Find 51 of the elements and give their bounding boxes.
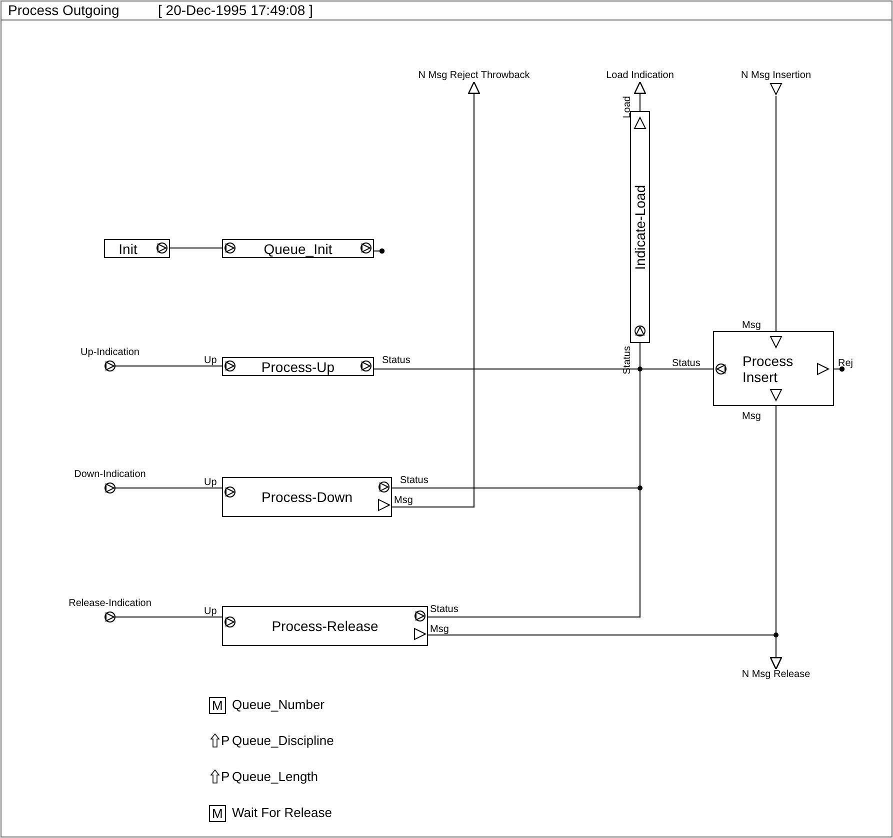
port-label: Down-Indication — [74, 469, 146, 481]
port-label: N Msg Reject Throwback — [418, 70, 530, 82]
mode-marker: M — [209, 805, 226, 822]
port-label: Up-Indication — [80, 347, 140, 359]
port-label: N Msg Release — [742, 669, 810, 681]
parameter-letter: P — [221, 733, 230, 748]
connector-line — [634, 81, 646, 112]
port-name: Status — [622, 346, 633, 374]
port-label: N Msg Insertion — [740, 70, 812, 82]
connector-line — [834, 366, 845, 372]
port-name: Status — [430, 604, 458, 615]
port-name: Up — [204, 355, 217, 366]
process-name: Process-Release — [272, 618, 378, 634]
process-name: Init — [118, 240, 138, 256]
timestamp: [ 20-Dec-1995 17:49:08 ] — [158, 3, 313, 18]
port-label: Load Indication — [606, 70, 674, 82]
port-name: Msg — [742, 320, 761, 331]
process-box — [104, 239, 170, 258]
diagram-title: Process Outgoing — [8, 3, 120, 18]
port-name: Load — [622, 96, 633, 118]
connector-line — [146, 616, 222, 618]
connector-line — [374, 248, 385, 254]
process-name: Process-Up — [261, 358, 335, 374]
port-name: Up — [204, 606, 217, 617]
process-name: Indicate-Load — [632, 184, 648, 270]
parameter-letter: P — [221, 769, 230, 784]
parameter-name: Queue_Length — [232, 769, 318, 784]
port-name: Msg — [430, 624, 449, 635]
process-box — [222, 606, 428, 646]
parameter-name: Wait For Release — [232, 805, 332, 820]
parameter-name: Queue_Number — [232, 697, 324, 712]
port-label: Release-Indication — [68, 598, 152, 610]
process-box — [222, 239, 374, 258]
port-name: Msg — [742, 411, 761, 422]
process-box — [630, 111, 650, 343]
port-name: Status — [400, 475, 428, 486]
port-name: Status — [382, 355, 410, 366]
parameter-name: Queue_Discipline — [232, 733, 334, 748]
port-name: Msg — [394, 495, 413, 506]
process-name: Queue_Init — [264, 240, 332, 256]
mode-marker: M — [209, 697, 226, 714]
port-name: Status — [672, 358, 700, 369]
process-name: Process-Down — [261, 489, 353, 505]
process-name: Process Insert — [742, 352, 794, 384]
connector-line — [392, 81, 480, 508]
port-name: Up — [204, 477, 217, 488]
port-name: Rej — [838, 358, 854, 369]
connector-line — [770, 406, 782, 670]
process-box — [713, 331, 834, 406]
process-box — [222, 477, 392, 517]
process-box — [222, 357, 374, 376]
